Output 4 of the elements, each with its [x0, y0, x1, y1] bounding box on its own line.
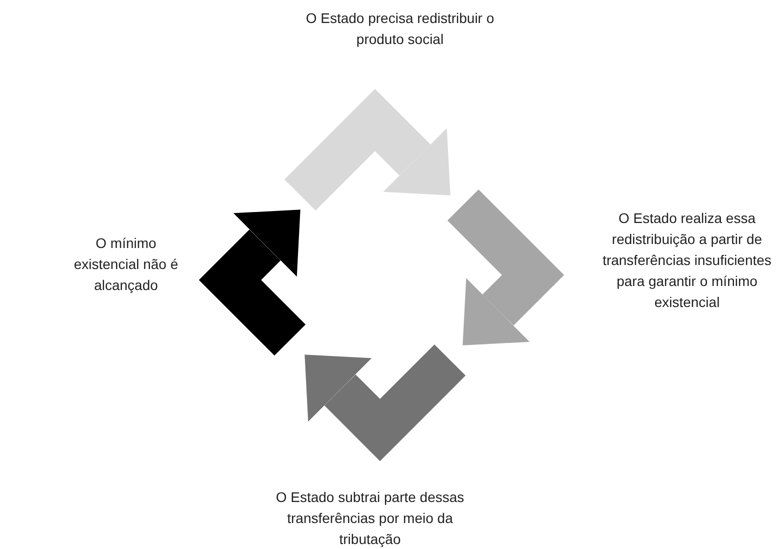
step-text: O Estado subtrai parte dessas transferências por meio da tributação: [274, 488, 466, 549]
step-text: O Estado realiza essa redistribuição a partir de transferências insuficientes para garantir o mínimo existencial: [602, 209, 772, 312]
step-text: O Estado precisa redistribuir o produto social: [304, 9, 496, 49]
step-text: O mínimo existencial não é alcançado: [72, 234, 180, 295]
